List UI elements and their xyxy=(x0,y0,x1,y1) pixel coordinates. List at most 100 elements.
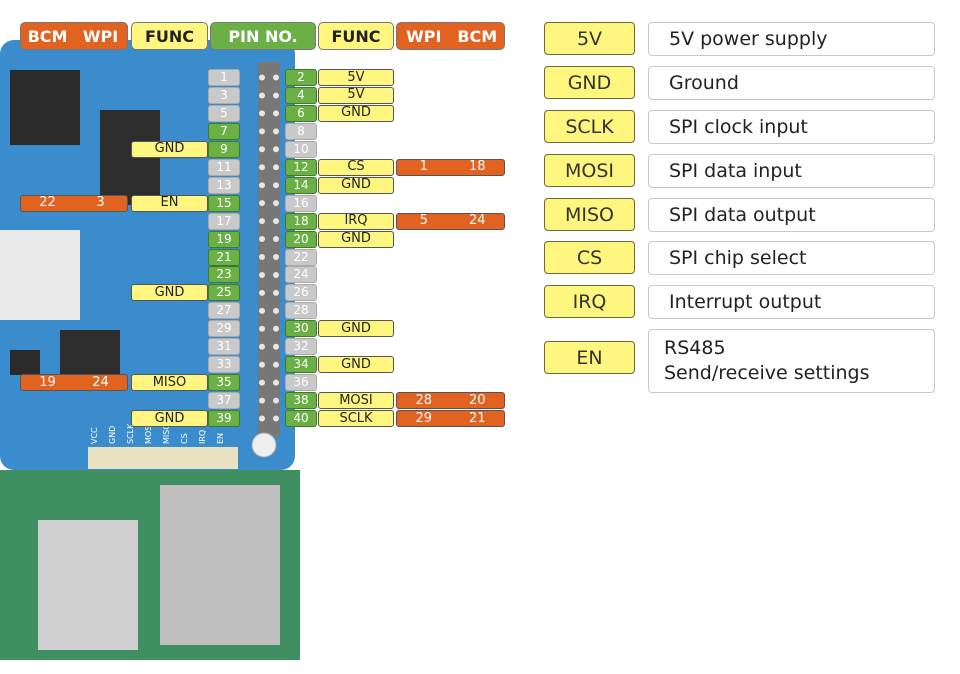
func-label-pin-6: GND xyxy=(318,104,394,122)
header-pin-dot xyxy=(273,128,279,135)
silkscreen-label: EN xyxy=(216,433,225,444)
header-left-bcm-wpi: BCM WPI xyxy=(20,22,128,50)
pin-17: 17 xyxy=(208,212,240,230)
header-pin-dot xyxy=(273,307,279,314)
legend-key-mosi: MOSI xyxy=(544,154,635,187)
legend-key-sclk: SCLK xyxy=(544,110,635,143)
silkscreen-label: GND xyxy=(108,426,117,444)
func-label-pin-9: GND xyxy=(131,140,208,158)
func-label-pin-25: GND xyxy=(131,284,208,302)
legend-desc-5v: 5V power supply xyxy=(648,22,935,56)
header-pin-dot xyxy=(259,146,265,153)
legend-key-en: EN xyxy=(544,341,635,374)
func-label-pin-2: 5V xyxy=(318,69,394,86)
header-pin-dot xyxy=(259,254,265,260)
pin-21: 21 xyxy=(208,248,240,266)
func-text: 5V xyxy=(347,69,365,85)
pin-31: 31 xyxy=(208,338,240,356)
pin-39: 39 xyxy=(208,410,240,428)
pin-18: 18 xyxy=(285,212,317,230)
header-pin-dot xyxy=(259,343,265,350)
silkscreen-label: VCC xyxy=(90,427,99,444)
header-pin-dot xyxy=(259,236,265,243)
legend-desc-irq: Interrupt output xyxy=(648,285,935,319)
header-pin-dot xyxy=(273,110,279,117)
header-pin-dot xyxy=(259,164,265,171)
pin-9: 9 xyxy=(208,140,240,158)
legend-key-gnd: GND xyxy=(544,66,635,99)
header-right-func: FUNC xyxy=(318,22,394,50)
header-pin-dot xyxy=(273,361,279,368)
header-pin-dot xyxy=(273,289,279,296)
func-text: GND xyxy=(341,177,371,193)
header-pin-dot xyxy=(259,182,265,189)
header-right-wpi: WPI xyxy=(406,26,442,46)
header-pin-dot xyxy=(273,415,279,422)
func-text: CS xyxy=(347,159,365,175)
pin-13: 13 xyxy=(208,176,240,194)
func-label-pin-39: GND xyxy=(131,410,208,428)
header-pin-dot xyxy=(273,218,279,225)
func-label-pin-12: CS xyxy=(318,158,394,176)
pin-6: 6 xyxy=(285,104,317,122)
pin-27: 27 xyxy=(208,302,240,320)
func-text: GND xyxy=(154,284,185,300)
func-text: MOSI xyxy=(339,392,373,408)
header-pin-dot xyxy=(273,146,279,153)
pin-37: 37 xyxy=(208,392,240,410)
func-text: EN xyxy=(160,195,179,211)
func-label-pin-20: GND xyxy=(318,230,394,248)
header-pin-dot xyxy=(273,182,279,189)
silkscreen-label: MOSI xyxy=(144,423,153,444)
pin-35: 35 xyxy=(208,374,240,392)
header-left-func: FUNC xyxy=(131,22,208,50)
ethernet-jack xyxy=(160,485,280,645)
legend-desc-mosi: SPI data input xyxy=(648,154,935,188)
legend-desc-miso: SPI data output xyxy=(648,198,935,232)
header-pin-dot xyxy=(259,92,265,99)
usb-port xyxy=(38,520,138,650)
pin-24: 24 xyxy=(285,266,317,284)
silkscreen-label: MISO xyxy=(162,423,171,444)
pin-19: 19 xyxy=(208,230,240,248)
header-pin-dot xyxy=(273,236,279,243)
header-left-bcm: BCM xyxy=(27,26,68,46)
pin-22: 22 xyxy=(285,248,317,266)
pin-26: 26 xyxy=(285,284,317,302)
header-pin-dot xyxy=(259,361,265,368)
func-label-pin-38: MOSI xyxy=(318,392,394,410)
func-label-pin-34: GND xyxy=(318,356,394,374)
func-label-pin-4: 5V xyxy=(318,86,394,104)
header-pin-dot xyxy=(273,92,279,99)
pin-11: 11 xyxy=(208,158,240,176)
header-left-wpi: WPI xyxy=(82,26,119,46)
legend-desc-line: Send/receive settings xyxy=(664,362,870,384)
bcm-text: 24 xyxy=(468,213,486,229)
pin-32: 32 xyxy=(285,338,317,356)
bcm-text: 21 xyxy=(468,410,486,426)
header-pin-dot xyxy=(259,379,265,386)
header-pin-dot xyxy=(259,200,265,207)
pin-1: 1 xyxy=(208,69,240,86)
legend-desc-line: RS485 xyxy=(664,337,726,359)
chip xyxy=(0,230,80,320)
pin-15: 15 xyxy=(208,194,240,212)
pin-23: 23 xyxy=(208,266,240,284)
legend-key-5v: 5V xyxy=(544,22,635,55)
header-pin-dot xyxy=(273,74,279,81)
header-pin-dot xyxy=(259,218,265,225)
silkscreen-label: IRQ xyxy=(198,430,207,444)
pin-30: 30 xyxy=(285,320,317,338)
header-pin-dot xyxy=(259,74,265,81)
legend-key-cs: CS xyxy=(544,241,635,274)
pin-29: 29 xyxy=(208,320,240,338)
legend-desc-sclk: SPI clock input xyxy=(648,110,935,144)
pin-16: 16 xyxy=(285,194,317,212)
legend-key-irq: IRQ xyxy=(544,285,635,318)
